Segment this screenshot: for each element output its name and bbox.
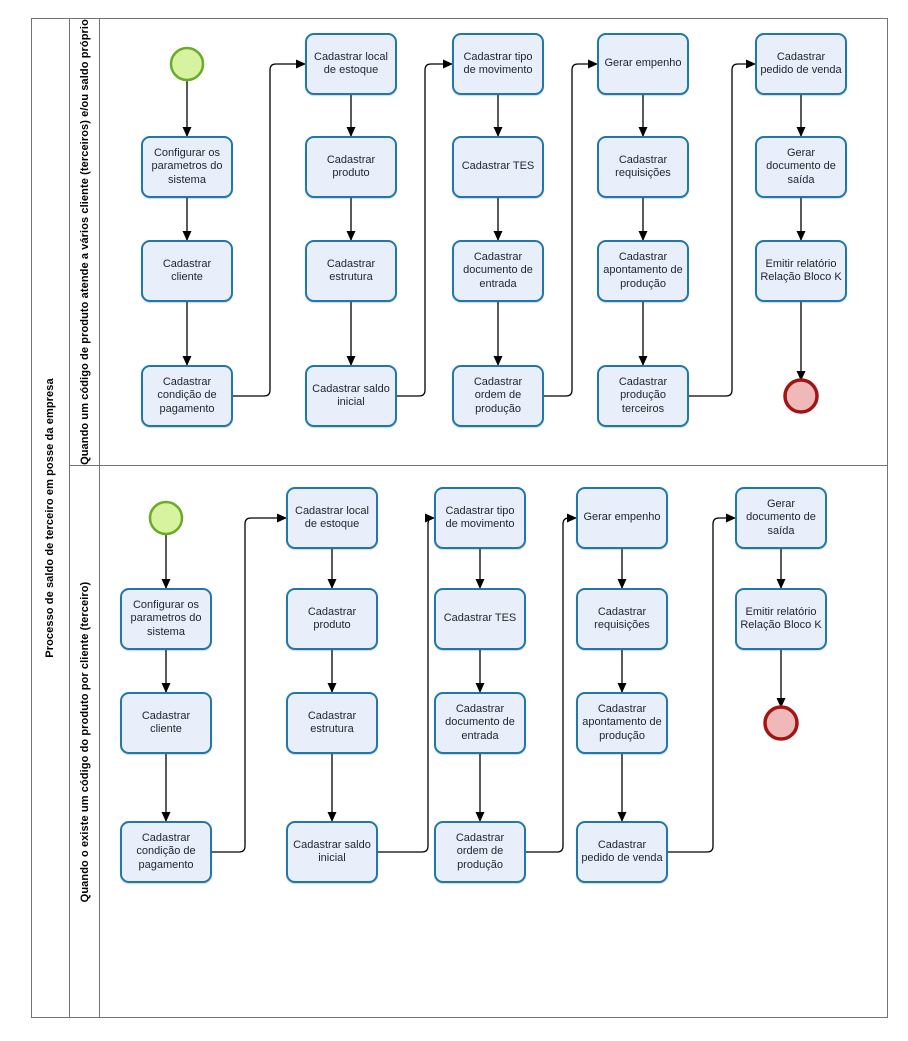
task-emitir-relatorio-relacao-bloco-k: Emitir relatório Relação Bloco K [755, 240, 847, 302]
sequence-flow [526, 513, 577, 853]
task-label: Cadastrar produto [326, 153, 376, 179]
task-label: Gerar empenho [604, 57, 682, 70]
task-label: Cadastrar apontamento de produção [582, 702, 662, 742]
task-configurar-os-parametros-do-sistema: Configurar os parametros do sistema [141, 136, 233, 198]
task-cadastrar-producao-terceiros: Cadastrar produção terceiros [597, 365, 689, 427]
task-label: Configurar os parametros do sistema [130, 598, 202, 638]
task-cadastrar-saldo-inicial: Cadastrar saldo inicial [305, 365, 397, 427]
task-emitir-relatorio-relacao-bloco-k: Emitir relatório Relação Bloco K [735, 588, 827, 650]
task-cadastrar-apontamento-de-producao: Cadastrar apontamento de produção [597, 240, 689, 302]
task-label: Emitir relatório Relação Bloco K [740, 605, 822, 631]
task-cadastrar-local-de-estoque: Cadastrar local de estoque [286, 487, 378, 549]
task-label: Cadastrar cliente [141, 709, 191, 735]
task-label: Cadastrar ordem de produção [455, 831, 505, 871]
start-event [169, 46, 205, 82]
task-cadastrar-condicao-de-pagamento: Cadastrar condição de pagamento [141, 365, 233, 427]
task-cadastrar-tipo-de-movimento: Cadastrar tipo de movimento [434, 487, 526, 549]
task-label: Cadastrar produto [307, 605, 357, 631]
lane-1-label-cell: Quando um código de produto atende a vár… [70, 18, 100, 465]
task-cadastrar-local-de-estoque: Cadastrar local de estoque [305, 33, 397, 95]
task-cadastrar-cliente: Cadastrar cliente [141, 240, 233, 302]
task-label: Configurar os parametros do sistema [151, 146, 223, 186]
task-cadastrar-ordem-de-producao: Cadastrar ordem de produção [434, 821, 526, 883]
task-label: Cadastrar condição de pagamento [136, 831, 196, 871]
lane-divider [70, 465, 888, 466]
task-cadastrar-cliente: Cadastrar cliente [120, 692, 212, 754]
lane-2-label-cell: Quando o existe um código do produto por… [70, 465, 100, 1018]
task-cadastrar-tes: Cadastrar TES [434, 588, 526, 650]
sequence-flow [378, 513, 435, 853]
task-gerar-empenho: Gerar empenho [597, 33, 689, 95]
task-gerar-documento-de-saida: Gerar documento de saída [735, 487, 827, 549]
end-event [763, 705, 799, 741]
task-cadastrar-apontamento-de-producao: Cadastrar apontamento de produção [576, 692, 668, 754]
task-cadastrar-requisicoes: Cadastrar requisições [576, 588, 668, 650]
pool-frame [31, 18, 888, 1018]
task-cadastrar-estrutura: Cadastrar estrutura [305, 240, 397, 302]
task-label: Gerar documento de saída [766, 146, 836, 186]
task-label: Cadastrar produção terceiros [618, 375, 668, 415]
task-configurar-os-parametros-do-sistema: Configurar os parametros do sistema [120, 588, 212, 650]
task-cadastrar-requisicoes: Cadastrar requisições [597, 136, 689, 198]
sequence-flow [668, 513, 736, 853]
sequence-flow [212, 513, 287, 853]
task-cadastrar-estrutura: Cadastrar estrutura [286, 692, 378, 754]
task-cadastrar-documento-de-entrada: Cadastrar documento de entrada [452, 240, 544, 302]
sequence-flow [397, 59, 453, 397]
task-label: Cadastrar requisições [594, 605, 650, 631]
task-label: Cadastrar local de estoque [295, 504, 369, 530]
task-label: Cadastrar tipo de movimento [445, 504, 515, 530]
task-label: Cadastrar local de estoque [314, 50, 388, 76]
task-label: Gerar empenho [583, 511, 661, 524]
task-label: Emitir relatório Relação Bloco K [760, 257, 842, 283]
task-label: Cadastrar saldo inicial [312, 382, 390, 408]
task-label: Cadastrar estrutura [307, 709, 357, 735]
pool-title-cell: Processo de saldo de terceiro em posse d… [31, 18, 70, 1018]
sequence-flow [544, 59, 598, 397]
task-label: Cadastrar condição de pagamento [157, 375, 217, 415]
task-label: Cadastrar pedido de venda [581, 838, 663, 864]
task-cadastrar-documento-de-entrada: Cadastrar documento de entrada [434, 692, 526, 754]
task-cadastrar-tes: Cadastrar TES [452, 136, 544, 198]
task-label: Cadastrar ordem de produção [473, 375, 523, 415]
task-label: Cadastrar saldo inicial [293, 838, 371, 864]
task-cadastrar-pedido-de-venda: Cadastrar pedido de venda [576, 821, 668, 883]
task-gerar-documento-de-saida: Gerar documento de saída [755, 136, 847, 198]
task-label: Cadastrar cliente [162, 257, 212, 283]
start-event [148, 500, 184, 536]
task-label: Cadastrar requisições [615, 153, 671, 179]
task-cadastrar-saldo-inicial: Cadastrar saldo inicial [286, 821, 378, 883]
task-cadastrar-pedido-de-venda: Cadastrar pedido de venda [755, 33, 847, 95]
task-label: Cadastrar apontamento de produção [603, 250, 683, 290]
task-cadastrar-produto: Cadastrar produto [305, 136, 397, 198]
task-cadastrar-condicao-de-pagamento: Cadastrar condição de pagamento [120, 821, 212, 883]
task-cadastrar-ordem-de-producao: Cadastrar ordem de produção [452, 365, 544, 427]
task-label: Cadastrar documento de entrada [463, 250, 533, 290]
task-label: Cadastrar tipo de movimento [463, 50, 533, 76]
task-gerar-empenho: Gerar empenho [576, 487, 668, 549]
task-cadastrar-tipo-de-movimento: Cadastrar tipo de movimento [452, 33, 544, 95]
end-event [783, 378, 819, 414]
task-label: Cadastrar TES [443, 612, 517, 625]
task-label: Cadastrar pedido de venda [760, 50, 842, 76]
task-label: Cadastrar TES [461, 160, 535, 173]
task-label: Cadastrar estrutura [326, 257, 376, 283]
sequence-flow [233, 59, 306, 397]
sequence-flow [689, 59, 756, 397]
task-label: Gerar documento de saída [746, 497, 816, 537]
task-cadastrar-produto: Cadastrar produto [286, 588, 378, 650]
task-label: Cadastrar documento de entrada [445, 702, 515, 742]
